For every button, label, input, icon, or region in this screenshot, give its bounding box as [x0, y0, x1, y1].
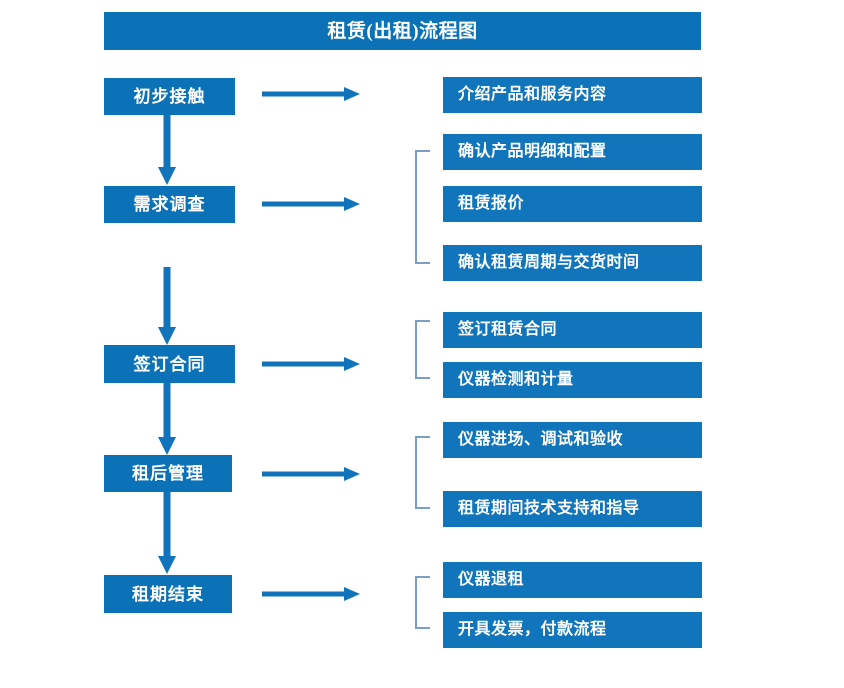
vertical-flow-arrow-1: [157, 115, 177, 187]
detail-box-technical-support-during-lease[interactable]: 租赁期间技术支持和指导: [443, 491, 702, 527]
detail-label: 开具发票，付款流程: [458, 621, 607, 638]
stage-label: 初步接触: [133, 87, 206, 106]
detail-box-confirm-product-details[interactable]: 确认产品明细和配置: [443, 134, 702, 170]
horizontal-flow-arrow-5: [262, 584, 362, 604]
detail-label: 仪器检测和计量: [458, 371, 574, 388]
horizontal-flow-arrow-3: [262, 354, 362, 374]
detail-label: 租赁期间技术支持和指导: [458, 500, 640, 517]
group-bracket-3: [414, 320, 430, 379]
page-title: 租赁(出租)流程图: [327, 20, 478, 42]
vertical-flow-arrow-2: [157, 267, 177, 347]
vertical-flow-arrow-4: [157, 492, 177, 576]
stage-box-sign-contract[interactable]: 签订合同: [104, 345, 235, 383]
detail-box-confirm-lease-period-delivery[interactable]: 确认租赁周期与交货时间: [443, 245, 702, 281]
detail-box-introduce-products-services[interactable]: 介绍产品和服务内容: [443, 77, 702, 113]
group-bracket-2: [414, 150, 430, 264]
stage-label: 需求调查: [133, 195, 206, 214]
group-bracket-4: [414, 436, 430, 509]
stage-box-demand-survey[interactable]: 需求调查: [104, 186, 235, 223]
stage-label: 租期结束: [132, 584, 204, 604]
detail-box-rental-quotation[interactable]: 租赁报价: [443, 186, 702, 222]
stage-box-preliminary-contact[interactable]: 初步接触: [104, 78, 235, 115]
detail-box-invoice-payment-process[interactable]: 开具发票，付款流程: [443, 612, 702, 648]
detail-label: 确认租赁周期与交货时间: [458, 254, 640, 271]
chart-title-banner: 租赁(出租)流程图: [104, 12, 701, 50]
detail-label: 仪器进场、调试和验收: [458, 431, 624, 448]
detail-label: 介绍产品和服务内容: [458, 86, 607, 103]
detail-box-instrument-arrival-debug-acceptance[interactable]: 仪器进场、调试和验收: [443, 422, 702, 458]
stage-box-lease-end[interactable]: 租期结束: [104, 575, 232, 613]
stage-label: 租后管理: [132, 464, 204, 483]
horizontal-flow-arrow-1: [262, 84, 362, 104]
detail-label: 租赁报价: [458, 195, 525, 212]
group-bracket-5: [414, 576, 430, 629]
detail-box-instrument-inspection-metering[interactable]: 仪器检测和计量: [443, 362, 702, 398]
detail-box-sign-lease-contract[interactable]: 签订租赁合同: [443, 312, 702, 348]
vertical-flow-arrow-3: [157, 383, 177, 457]
detail-label: 签订租赁合同: [458, 321, 558, 338]
detail-box-instrument-return[interactable]: 仪器退租: [443, 562, 702, 598]
stage-label: 签订合同: [133, 354, 206, 374]
horizontal-flow-arrow-4: [262, 464, 362, 484]
detail-label: 确认产品明细和配置: [458, 143, 607, 160]
stage-box-post-lease-management[interactable]: 租后管理: [104, 455, 232, 492]
horizontal-flow-arrow-2: [262, 194, 362, 214]
detail-label: 仪器退租: [458, 571, 525, 588]
